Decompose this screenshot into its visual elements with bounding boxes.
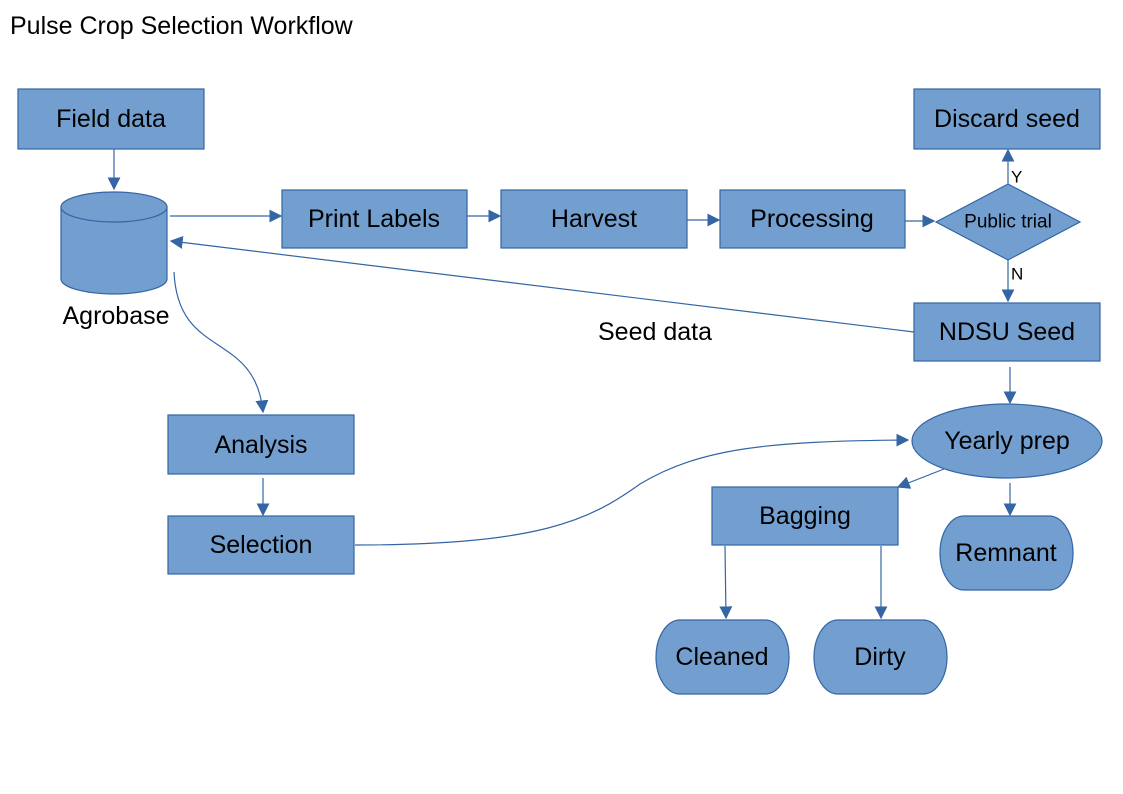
node-public-trial-decision: Public trial xyxy=(934,183,1082,261)
node-processing-label: Processing xyxy=(750,205,874,233)
node-selection: Selection xyxy=(167,515,355,575)
node-agrobase-database xyxy=(60,191,168,295)
node-bagging-label: Bagging xyxy=(759,502,851,530)
node-ndsu-seed-label: NDSU Seed xyxy=(939,318,1075,346)
node-analysis-label: Analysis xyxy=(214,431,307,459)
edge-label-no: N xyxy=(1011,265,1023,284)
edge-label-seed-data: Seed data xyxy=(598,318,712,346)
node-discard-seed-label: Discard seed xyxy=(934,105,1080,133)
node-processing: Processing xyxy=(719,189,906,249)
node-cleaned: Cleaned xyxy=(655,619,790,695)
node-analysis: Analysis xyxy=(167,414,355,475)
edge-ndsuseed-agrobase xyxy=(169,235,915,333)
node-agrobase-label: Agrobase xyxy=(62,302,169,330)
node-print-labels: Print Labels xyxy=(281,189,468,249)
edge-agrobase-analysis xyxy=(173,271,269,414)
node-ndsu-seed: NDSU Seed xyxy=(913,302,1101,362)
node-field-data-label: Field data xyxy=(56,105,166,133)
node-bagging: Bagging xyxy=(711,486,899,546)
node-dirty: Dirty xyxy=(813,619,948,695)
node-harvest-label: Harvest xyxy=(551,205,637,233)
node-print-labels-label: Print Labels xyxy=(308,205,440,233)
edge-bagging-cleaned xyxy=(719,545,733,620)
node-yearly-prep: Yearly prep xyxy=(911,403,1103,479)
node-remnant-label: Remnant xyxy=(955,539,1056,567)
node-field-data: Field data xyxy=(17,88,205,150)
edge-yearlyprep-bagging xyxy=(896,468,945,489)
node-selection-label: Selection xyxy=(210,531,313,559)
node-dirty-label: Dirty xyxy=(854,643,906,671)
node-yearly-prep-label: Yearly prep xyxy=(944,427,1070,455)
edge-selection-yearlyprep xyxy=(354,433,910,546)
edge-label-yes: Y xyxy=(1011,168,1022,187)
node-cleaned-label: Cleaned xyxy=(675,643,768,671)
diagram-title: Pulse Crop Selection Workflow xyxy=(10,12,354,40)
node-public-trial-label: Public trial xyxy=(964,212,1052,233)
node-remnant: Remnant xyxy=(939,515,1074,591)
node-discard-seed: Discard seed xyxy=(913,88,1101,150)
node-harvest: Harvest xyxy=(500,189,688,249)
